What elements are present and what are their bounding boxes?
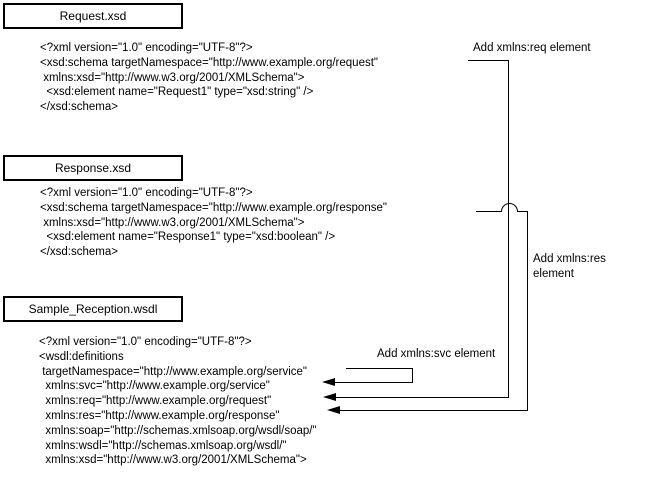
add-xmlns-svc-annotation: Add xmlns:svc element (377, 348, 496, 360)
res-crossover-arc (501, 203, 518, 212)
req-arrowhead-icon (323, 393, 336, 401)
svc-arrow-shaft (335, 382, 413, 383)
response-xsd-title-box: Response.xsd (3, 155, 183, 181)
sample-reception-wsdl-title-box: Sample_Reception.wsdl (3, 296, 183, 322)
sample-reception-wsdl-title: Sample_Reception.wsdl (28, 302, 158, 316)
add-xmlns-res-annotation: Add xmlns:res element (533, 253, 606, 280)
res-arrowhead-icon (327, 406, 340, 414)
req-connector-vertical-line (508, 60, 509, 398)
request-xsd-title-box: Request.xsd (3, 3, 183, 29)
request-xsd-code: <?xml version="1.0" encoding="UTF-8"?> <… (40, 42, 378, 114)
sample-reception-wsdl-code: <?xml version="1.0" encoding="UTF-8"?> <… (39, 336, 317, 467)
response-xsd-title: Response.xsd (54, 161, 132, 175)
res-connector-vertical-line (527, 211, 528, 411)
request-xsd-title: Request.xsd (59, 9, 127, 23)
res-leader-line-right (517, 211, 528, 212)
res-leader-line-left (476, 211, 502, 212)
res-arrow-shaft (340, 410, 528, 411)
svc-arrowhead-icon (322, 378, 335, 386)
add-xmlns-req-annotation: Add xmlns:req element (473, 42, 591, 54)
response-xsd-code: <?xml version="1.0" encoding="UTF-8"?> <… (40, 187, 387, 259)
req-connector-top-line (468, 60, 509, 61)
svc-connector-vertical-line (412, 368, 413, 383)
req-arrow-shaft (336, 397, 509, 398)
svc-connector-top-line (346, 368, 413, 369)
